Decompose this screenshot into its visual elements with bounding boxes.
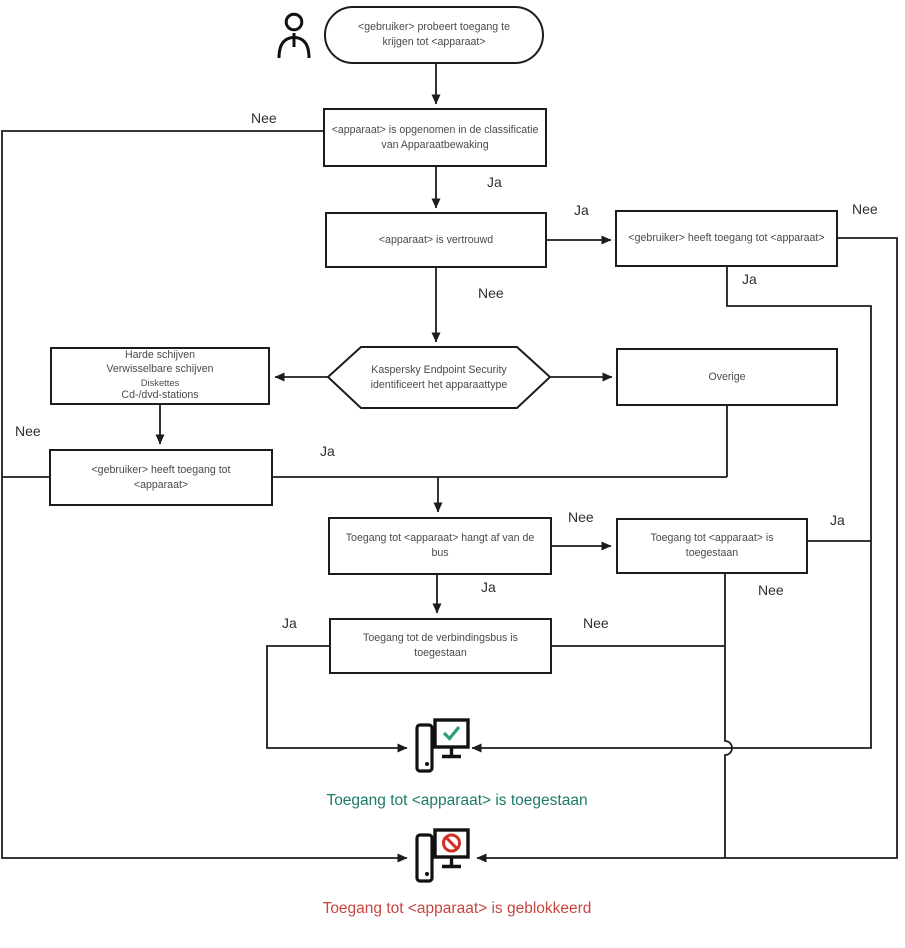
node-device-types: Harde schijven Verwisselbare schijven Di… bbox=[50, 347, 270, 405]
device-type-line: Cd-/dvd-stations bbox=[121, 389, 199, 402]
node-classification-label: <apparaat> is opgenomen in de classifica… bbox=[331, 123, 539, 151]
edge-useraccess-nee-to-blocked bbox=[476, 237, 898, 863]
node-user-access-right: <gebruiker> heeft toegang tot <apparaat> bbox=[615, 210, 838, 267]
node-bus-dependent: Toegang tot <apparaat> hangt af van de b… bbox=[328, 517, 552, 575]
edge-accessallowed-nee-hop bbox=[724, 574, 733, 858]
node-trusted-label: <apparaat> is vertrouwd bbox=[378, 233, 494, 246]
node-identify-type: Kaspersky Endpoint Security identificeer… bbox=[340, 347, 538, 408]
edge-connectionbus-ja-to-allowed bbox=[266, 645, 408, 753]
user-icon bbox=[277, 12, 311, 59]
allowed-caption: Toegang tot <apparaat> is toegestaan bbox=[326, 792, 588, 809]
node-overige: Overige bbox=[616, 348, 838, 406]
device-type-line: Verwisselbare schijven bbox=[106, 362, 214, 375]
node-user-access-right-label: <gebruiker> heeft toegang tot <apparaat> bbox=[628, 232, 825, 245]
device-type-line: Harde schijven bbox=[124, 348, 196, 361]
edge-label-nee: Nee bbox=[478, 285, 504, 301]
edge-label-ja: Ja bbox=[742, 271, 757, 287]
edge-label-ja: Ja bbox=[481, 579, 496, 595]
edge-label-nee: Nee bbox=[251, 110, 277, 126]
blocked-caption: Toegang tot <apparaat> is geblokkeerd bbox=[322, 900, 592, 917]
edge-label-ja: Ja bbox=[574, 202, 589, 218]
edge-label-nee: Nee bbox=[852, 201, 878, 217]
node-connection-bus: Toegang tot de verbindingsbus is toegest… bbox=[329, 618, 552, 674]
node-trusted: <apparaat> is vertrouwd bbox=[325, 212, 547, 268]
computer-allowed-icon bbox=[415, 718, 470, 773]
device-type-line: Diskettes bbox=[140, 376, 180, 388]
node-overige-label: Overige bbox=[708, 370, 746, 383]
node-bus-dependent-label: Toegang tot <apparaat> hangt af van de b… bbox=[345, 532, 535, 559]
node-user-access-left-label: <gebruiker> heeft toegang tot <apparaat> bbox=[91, 463, 231, 491]
edge-classification-nee-to-blocked bbox=[1, 130, 408, 863]
node-access-allowed: Toegang tot <apparaat> is toegestaan bbox=[616, 518, 808, 574]
edge-ja-to-allowed bbox=[471, 267, 872, 753]
node-user-access-left: <gebruiker> heeft toegang tot <apparaat> bbox=[49, 449, 273, 506]
edge-label-ja: Ja bbox=[282, 615, 297, 631]
node-identify-type-label: Kaspersky Endpoint Security identificeer… bbox=[370, 363, 508, 391]
edge-label-ja: Ja bbox=[320, 443, 335, 459]
node-start: <gebruiker> probeert toegang te krijgen … bbox=[324, 6, 544, 64]
edge-label-ja: Ja bbox=[487, 174, 502, 190]
node-access-allowed-label: Toegang tot <apparaat> is toegestaan bbox=[650, 532, 774, 559]
computer-blocked-icon bbox=[415, 828, 470, 883]
identify-type-hexagon bbox=[326, 346, 552, 409]
edge-label-nee: Nee bbox=[758, 582, 784, 598]
edge-label-nee: Nee bbox=[568, 509, 594, 525]
check-icon bbox=[442, 725, 461, 741]
edge-label-nee: Nee bbox=[15, 423, 41, 439]
node-start-label: <gebruiker> probeert toegang te krijgen … bbox=[358, 21, 510, 48]
edge-label-ja: Ja bbox=[830, 512, 845, 528]
node-connection-bus-label: Toegang tot de verbindingsbus is toegest… bbox=[363, 632, 518, 659]
node-classification: <apparaat> is opgenomen in de classifica… bbox=[323, 108, 547, 167]
edge-label-nee: Nee bbox=[583, 615, 609, 631]
